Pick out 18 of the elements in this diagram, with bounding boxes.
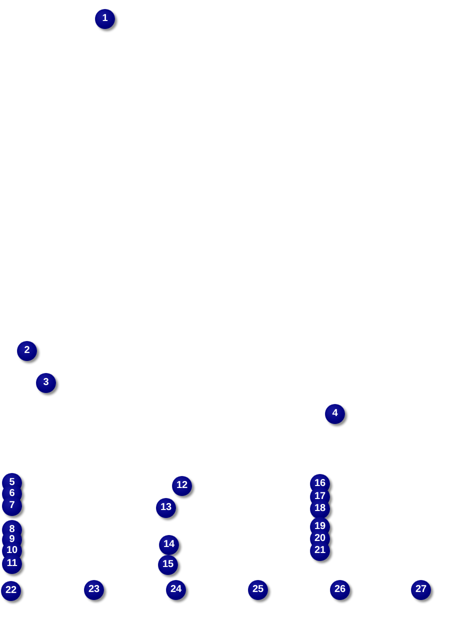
callout-number: 21 (310, 541, 330, 561)
callout-number: 26 (330, 580, 350, 600)
callout-number: 4 (325, 404, 345, 424)
callout-number: 22 (1, 581, 21, 601)
callout-number: 27 (411, 580, 431, 600)
callout-number: 14 (159, 535, 179, 555)
callout-number: 7 (2, 496, 22, 516)
callout-number: 24 (166, 580, 186, 600)
callout-number: 3 (36, 373, 56, 393)
callout-number: 18 (310, 499, 330, 519)
callout-number: 12 (172, 476, 192, 496)
callout-number: 23 (84, 580, 104, 600)
callout-number: 2 (17, 341, 37, 361)
callout-number: 11 (2, 554, 22, 574)
callout-number: 13 (156, 498, 176, 518)
callout-number: 1 (95, 9, 115, 29)
callout-number: 25 (248, 580, 268, 600)
callout-number: 15 (158, 555, 178, 575)
